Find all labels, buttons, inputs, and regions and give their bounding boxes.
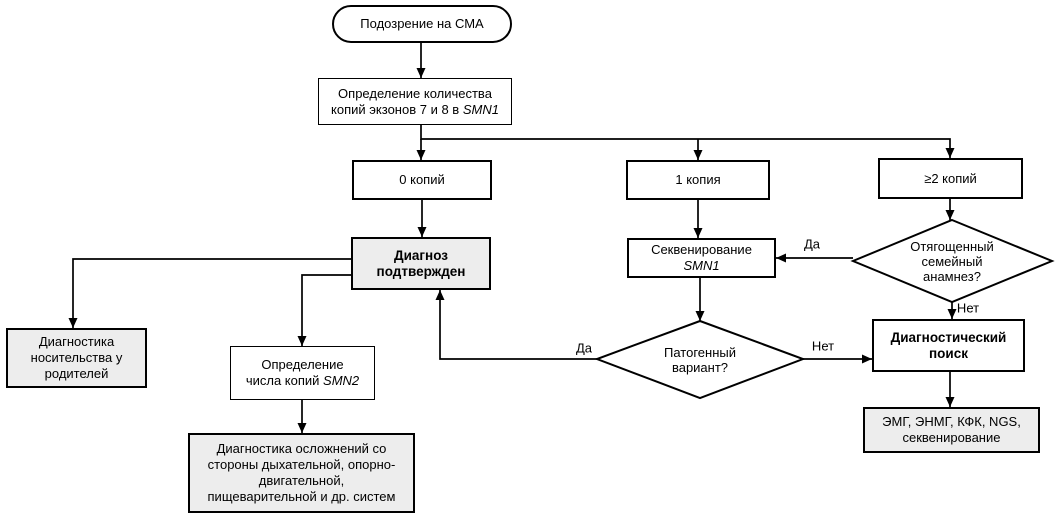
node-line: Патогенный [664,345,736,360]
node-two-plus-copies: ≥2 копий [878,158,1023,199]
node-carrier-testing: Диагностика носительства у родителей [6,328,147,388]
edge-label-yes-variant: Да [575,340,593,356]
edge-copycount-to-two-plus [420,125,955,158]
node-label: 0 копий [399,172,445,187]
node-label: ≥2 копий [924,170,977,186]
node-line: вариант? [671,360,729,375]
edge-variant-yes-to-confirmed [435,290,597,360]
node-line: стороны дыхательной, опорно- [207,457,396,472]
node-complications: Диагностика осложнений со стороны дыхате… [188,433,415,513]
node-line: Определение [261,357,344,372]
node-line: копий экзонов 7 и 8 в SMN1 [331,102,499,118]
node-line: подтвержден [376,263,466,279]
node-diagnostic-search: Диагностический поиск [872,319,1025,372]
node-zero-copies: 0 копий [352,160,492,200]
node-line: ЭМГ, ЭНМГ, КФК, NGS, [882,414,1021,429]
node-line: семейный [921,253,983,269]
edge-label-yes-family-history: Да [803,236,821,252]
node-line: двигательной, [258,473,345,488]
node-label: Подозрение на СМА [360,16,484,31]
node-sequencing-smn1: Секвенирование SMN1 [627,238,776,278]
edge-confirmed-to-carrier [68,258,351,328]
decision-family-history-text: Отягощенный семейный анамнез? [872,228,1032,294]
node-line: Диагностика осложнений со [216,441,387,456]
edge-label-no-variant: Нет [811,338,835,354]
edge-confirmed-to-smn2 [297,274,351,346]
node-one-copy: 1 копия [626,160,770,200]
node-line: родителей [44,366,109,381]
node-smn2-copies: Определение числа копий SMN2 [230,346,375,400]
gene-name: SMN1 [462,101,499,117]
node-diagnosis-confirmed: Диагноз подтвержден [351,237,491,290]
node-suspicion: Подозрение на СМА [332,5,512,43]
gene-name: SMN2 [323,373,360,388]
decision-pathogenic-variant-text: Патогенный вариант? [625,340,775,380]
node-line-text: копий экзонов 7 и 8 в [331,101,460,117]
node-line: пищеварительной и др. систем [207,489,396,504]
node-copy-count: Определение количества копий экзонов 7 и… [318,78,512,125]
node-line-text: числа копий [245,373,320,388]
node-line: Диагностический [890,329,1007,345]
node-label: 1 копия [675,172,721,187]
decision-pathogenic-variant-shape [594,319,806,400]
node-line: Отягощенный [910,238,994,254]
edge-label-no-family-history: Нет [956,300,980,316]
node-line: Диагноз [394,247,448,263]
node-line: Диагностика [38,334,115,349]
node-line: анамнез? [923,268,981,284]
gene-name: SMN1 [683,258,720,273]
node-line: числа копий SMN2 [246,373,359,389]
decision-family-history-shape [850,218,1055,304]
node-line: Секвенирование [651,242,752,257]
node-line: поиск [929,345,968,361]
node-emg-workup: ЭМГ, ЭНМГ, КФК, NGS, секвенирование [863,407,1040,453]
node-line: Определение количества [338,85,492,101]
node-line: секвенирование [902,430,1001,445]
node-line: носительства у [30,350,123,365]
